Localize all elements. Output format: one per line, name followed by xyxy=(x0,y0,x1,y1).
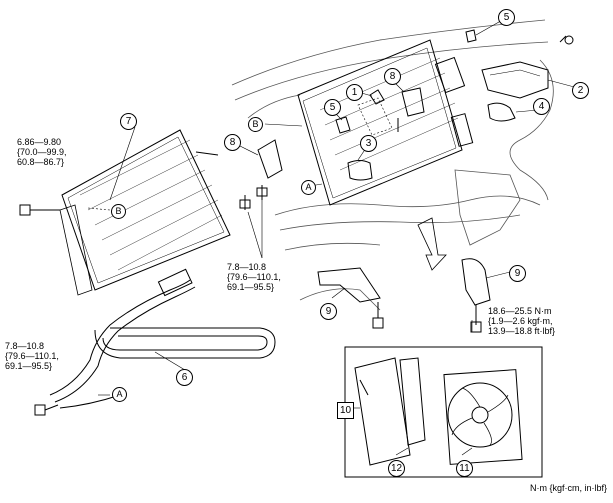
leader-12 xyxy=(395,447,409,456)
reference-b-left: B xyxy=(111,204,126,219)
reference-a-upper: A xyxy=(301,180,316,195)
part-5-clip-upper xyxy=(465,29,477,43)
callout-8-right: 8 xyxy=(384,68,401,85)
reference-b-upper: B xyxy=(248,117,263,132)
callout-3: 3 xyxy=(360,135,377,152)
callout-5-upper: 5 xyxy=(498,9,515,26)
condenser-bolt xyxy=(19,204,60,216)
part-5-clip-lower xyxy=(335,116,351,134)
part-3-hose xyxy=(347,160,373,181)
torque-line: 7.8—10.8 xyxy=(227,262,267,272)
callout-1: 1 xyxy=(346,84,363,101)
part-2-air-duct xyxy=(481,35,574,99)
part-11-fan-assembly xyxy=(443,369,523,465)
torque-line: {79.6—110.1, xyxy=(227,272,281,282)
callout-7: 7 xyxy=(120,113,137,130)
torque-line: {79.6—110.1, xyxy=(5,351,59,361)
callout-10: 10 xyxy=(337,402,354,419)
part-1-bracket xyxy=(369,89,385,105)
callout-4: 4 xyxy=(533,98,550,115)
torque-spec-hose-bolt: 7.8—10.8 {79.6—110.1, 69.1—95.5} xyxy=(5,341,59,371)
torque-spec-lower-bracket-bolt: 18.6—25.5 N·m {1.9—2.6 kgf·m, 13.9—18.8 … xyxy=(488,306,555,336)
torque-line: 69.1—95.5} xyxy=(227,282,275,292)
torque-spec-condenser-bolt: 6.86—9.80 {70.0—99.9, 60.8—86.7} xyxy=(17,137,67,167)
part-8-bracket-right xyxy=(397,87,425,132)
radiator-assembly xyxy=(297,39,474,206)
torque-line: 6.86—9.80 xyxy=(17,137,62,147)
assembly-arrow xyxy=(417,217,447,271)
callout-12: 12 xyxy=(388,460,405,477)
torque-line: 7.8—10.8 xyxy=(5,341,45,351)
callout-6: 6 xyxy=(176,369,193,386)
unit-note: N·m {kgf·cm, in·lbf} xyxy=(529,483,607,493)
callout-5-lower: 5 xyxy=(324,99,341,116)
part-6-ac-hose xyxy=(49,268,276,409)
callout-11: 11 xyxy=(456,460,473,477)
torque-line: 18.6—25.5 N·m xyxy=(488,306,552,316)
callout-2: 2 xyxy=(572,82,589,99)
leader-11 xyxy=(461,447,473,456)
inset-frame xyxy=(344,346,543,478)
leader-bracket-spec xyxy=(247,211,263,259)
part-8-bracket-left xyxy=(239,139,283,210)
torque-line: {70.0—99.9, xyxy=(17,147,67,157)
torque-line: 69.1—95.5} xyxy=(5,361,53,371)
part-4-hose xyxy=(487,102,516,122)
callout-9-center: 9 xyxy=(320,303,337,320)
torque-line: 13.9—18.8 ft·lbf} xyxy=(488,326,556,336)
part-9-bracket-right xyxy=(461,258,491,333)
torque-line: {1.9—2.6 kgf·m, xyxy=(488,316,553,326)
torque-spec-bracket-bolts: 7.8—10.8 {79.6—110.1, 69.1—95.5} xyxy=(227,262,281,292)
callout-8-left: 8 xyxy=(224,134,241,151)
callout-9-right: 9 xyxy=(509,265,526,282)
part-12-radiator-shroud xyxy=(354,357,426,466)
torque-line: 60.8—86.7} xyxy=(17,157,65,167)
hose-bolt xyxy=(34,404,59,416)
part-7-condenser xyxy=(59,129,231,296)
reference-a-lower: A xyxy=(112,387,127,402)
part-9-bracket-center xyxy=(317,267,384,329)
